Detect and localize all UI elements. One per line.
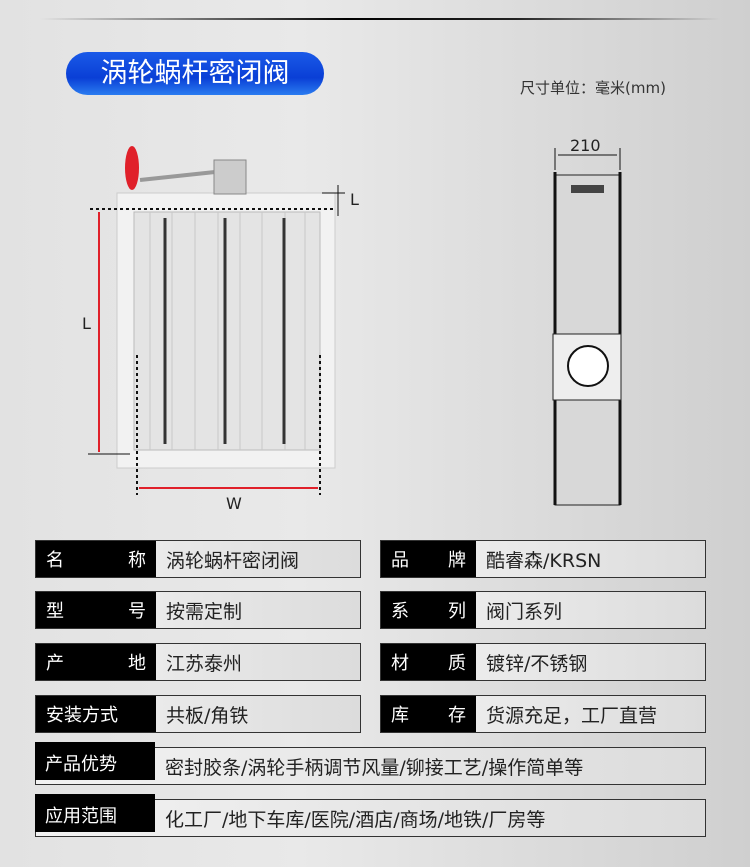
spec-label-text: 号 — [128, 601, 146, 622]
spec-value: 阀门系列 — [486, 600, 563, 623]
spec-label-text: 品 — [391, 550, 409, 571]
spec-value: 密封胶条/涡轮手柄调节风量/铆接工艺/操作简单等 — [165, 756, 584, 779]
spec-label: 产品优势 — [35, 742, 155, 780]
spec-row-full: 产品优势密封胶条/涡轮手柄调节风量/铆接工艺/操作简单等 — [35, 742, 706, 785]
dim-l-label: L — [82, 314, 91, 333]
spec-label: 系列 — [381, 592, 476, 628]
spec-label-text: 牌 — [448, 550, 466, 571]
spec-row: 产地江苏泰州 — [35, 643, 361, 681]
page-title: 涡轮蜗杆密闭阀 — [66, 52, 324, 95]
spec-value: 涡轮蜗杆密闭阀 — [166, 549, 300, 572]
spec-value: 镀锌/不锈钢 — [486, 652, 588, 675]
spec-row-full: 应用范围化工厂/地下车库/医院/酒店/商场/地铁/厂房等 — [35, 794, 706, 837]
spec-value: 货源充足，工厂直营 — [486, 704, 658, 727]
spec-label-text: 质 — [448, 653, 466, 674]
spec-row: 系列阀门系列 — [380, 591, 706, 629]
spec-label: 安装方式 — [36, 696, 156, 732]
spec-label-text: 型 — [46, 601, 64, 622]
handwheel-icon — [125, 146, 139, 190]
spec-value: 酷睿森/KRSN — [486, 549, 602, 572]
spec-label-text: 库 — [391, 705, 409, 726]
spec-label-text: 地 — [128, 653, 146, 674]
damper-blades — [163, 218, 286, 444]
spec-label: 材质 — [381, 644, 476, 680]
spec-label: 品牌 — [381, 541, 476, 577]
spec-label-text: 列 — [448, 601, 466, 622]
spec-label: 型号 — [36, 592, 156, 628]
divider — [40, 18, 720, 20]
dim-l-top-label: L — [350, 190, 359, 209]
product-diagram: L L W 210 — [82, 136, 622, 513]
unit-note: 尺寸单位：毫米(mm) — [520, 79, 666, 97]
spec-row: 材质镀锌/不锈钢 — [380, 643, 706, 681]
spec-label: 产地 — [36, 644, 156, 680]
spec-label-text: 产 — [46, 653, 64, 674]
spec-value: 按需定制 — [166, 600, 243, 623]
spec-label-text: 名 — [46, 550, 64, 571]
spec-value: 共板/角铁 — [166, 704, 249, 727]
spec-row: 品牌酷睿森/KRSN — [380, 540, 706, 578]
spec-value: 化工厂/地下车库/医院/酒店/商场/地铁/厂房等 — [165, 808, 546, 831]
spec-value: 江苏泰州 — [166, 652, 243, 675]
spec-row: 名称涡轮蜗杆密闭阀 — [35, 540, 361, 578]
spec-label-text: 称 — [128, 550, 146, 571]
spec-row: 型号按需定制 — [35, 591, 361, 629]
spec-label-text: 安装方式 — [46, 705, 118, 726]
worm-gear-box — [213, 159, 247, 195]
spec-label: 名称 — [36, 541, 156, 577]
spec-row: 库存货源充足，工厂直营 — [380, 695, 706, 733]
dim-w-label: W — [226, 494, 242, 513]
spec-label: 库存 — [381, 696, 476, 732]
dim-side-label: 210 — [570, 136, 601, 155]
spec-label-text: 系 — [391, 601, 409, 622]
spec-label-text: 材 — [391, 653, 409, 674]
spec-label: 应用范围 — [35, 794, 155, 832]
spec-label-text: 存 — [448, 705, 466, 726]
spec-row: 安装方式 共板/角铁 — [35, 695, 361, 733]
